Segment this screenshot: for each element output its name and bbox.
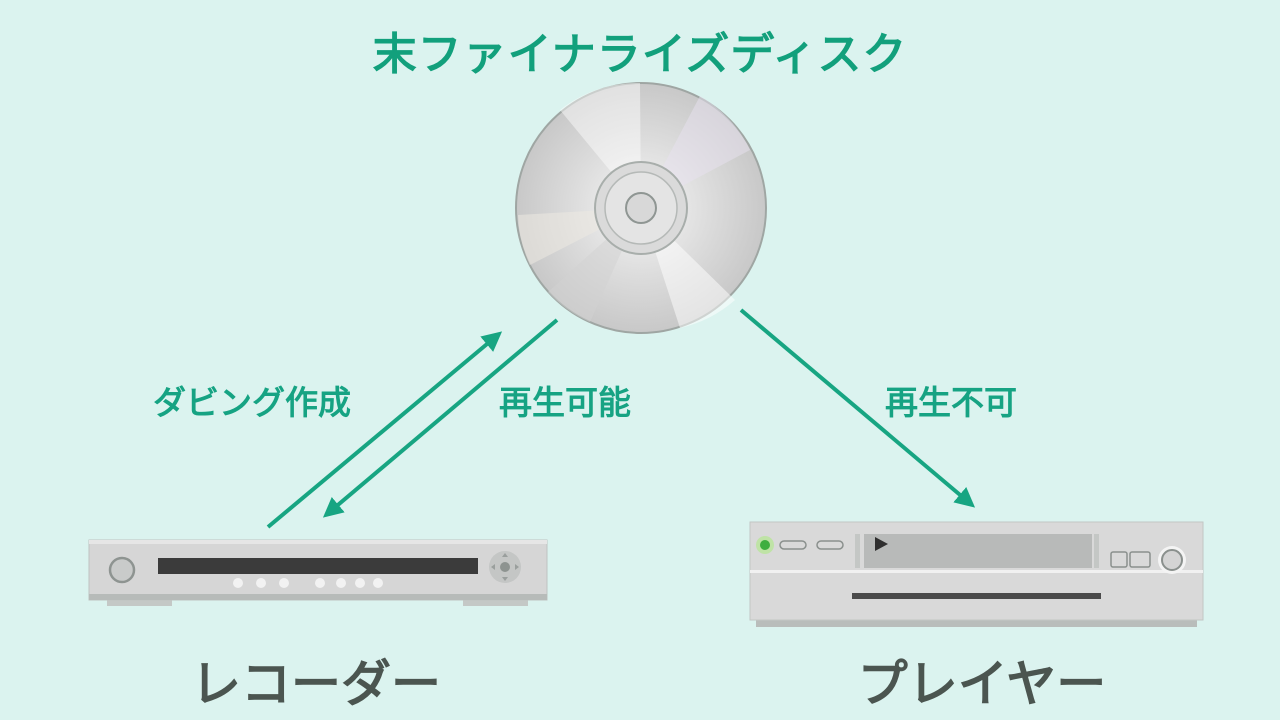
arrow-playable	[322, 318, 559, 518]
diagram-title: 末ファイナライズディスク	[372, 29, 908, 80]
recorder-icon	[88, 539, 548, 606]
label-unplayable: 再生不可	[885, 383, 1017, 422]
label-player: プレイヤー	[857, 655, 1107, 713]
label-dubbing: ダビング作成	[153, 383, 351, 422]
player-icon	[749, 521, 1204, 627]
disc-icon	[515, 82, 767, 334]
arrow-unplayable	[739, 308, 976, 508]
label-recorder: レコーダー	[191, 655, 441, 713]
label-playable: 再生可能	[499, 383, 631, 422]
play-icon	[875, 537, 888, 551]
arrow-dubbing	[266, 331, 503, 529]
